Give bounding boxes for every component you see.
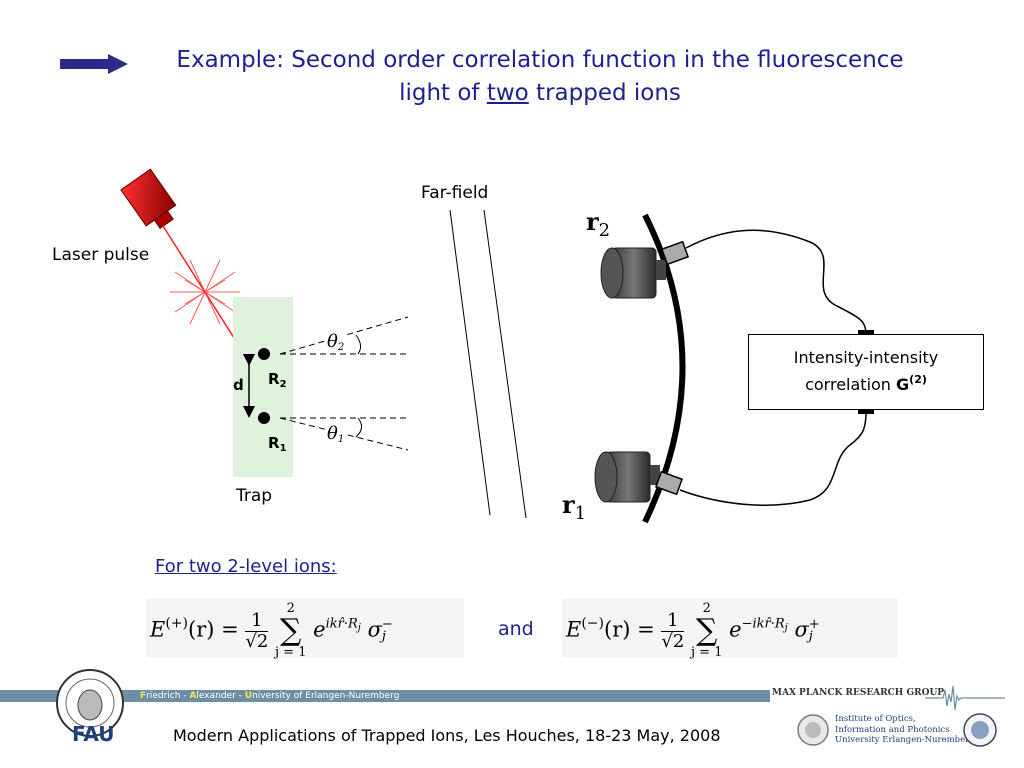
university-seal-icon [963,713,997,747]
laser-icon [120,168,177,230]
cable-r2 [685,229,867,334]
detector-r2-icon [600,240,690,299]
title-line-1: Example: Second order correlation functi… [176,47,904,73]
ion-r1-label: R1 [268,434,287,454]
trap-label: Trap [236,486,273,506]
title-arrow-icon [60,54,128,74]
mpg-signal-icon [925,685,1005,711]
laser-pulse-burst [170,259,240,325]
detector-r1-label: r1 [562,490,587,524]
correlator-line-1: Intensity-intensity [793,348,939,367]
experiment-diagram [120,168,874,524]
theta1-label: θ1 [327,423,345,445]
farfield-label: Far-field [421,183,489,203]
institute-seal-icon [797,714,829,746]
conference-footer: Modern Applications of Trapped Ions, Les… [173,726,721,745]
theta2-arc [355,334,362,355]
equation-connector: and [498,618,534,640]
fau-seal-icon [56,669,124,737]
farfield-line-right [483,209,527,519]
laser-label: Laser pulse [52,245,150,265]
equation-e-plus: E(+)(r) = 1√2 2∑j = 1 eikr̂·Rj σ−j [146,598,464,660]
theta1-arc [355,417,362,438]
cable-r1 [679,411,867,506]
ion-1 [258,412,270,424]
ion-2 [258,348,270,360]
farfield-line-left [449,209,491,516]
institute-text: Institute of Optics, Information and Pho… [835,714,975,745]
detector-r1-icon [594,451,684,503]
equation-e-minus: E(−)(r) = 1√2 2∑j = 1 e−ikr̂·Rj σ+j [562,598,898,660]
distance-label: d [233,376,244,394]
theta2-label: θ2 [327,331,345,353]
section-heading: For two 2-level ions: [155,556,337,577]
ion-r2-label: R2 [268,370,287,390]
detector-r2-label: r2 [586,207,611,241]
fau-logo: FAU [72,722,115,746]
page-title: Example: Second order correlation functi… [140,44,940,110]
mpg-label: MAX PLANCK RESEARCH GROUP [772,688,945,698]
title-line-2: light of two trapped ions [399,80,681,106]
footer-band [0,690,770,702]
university-banner: Friedrich - Alexander - University of Er… [140,691,400,701]
correlator-box: Intensity-intensity correlation G(2) [748,334,984,410]
correlator-line-2: correlation G(2) [805,373,927,394]
